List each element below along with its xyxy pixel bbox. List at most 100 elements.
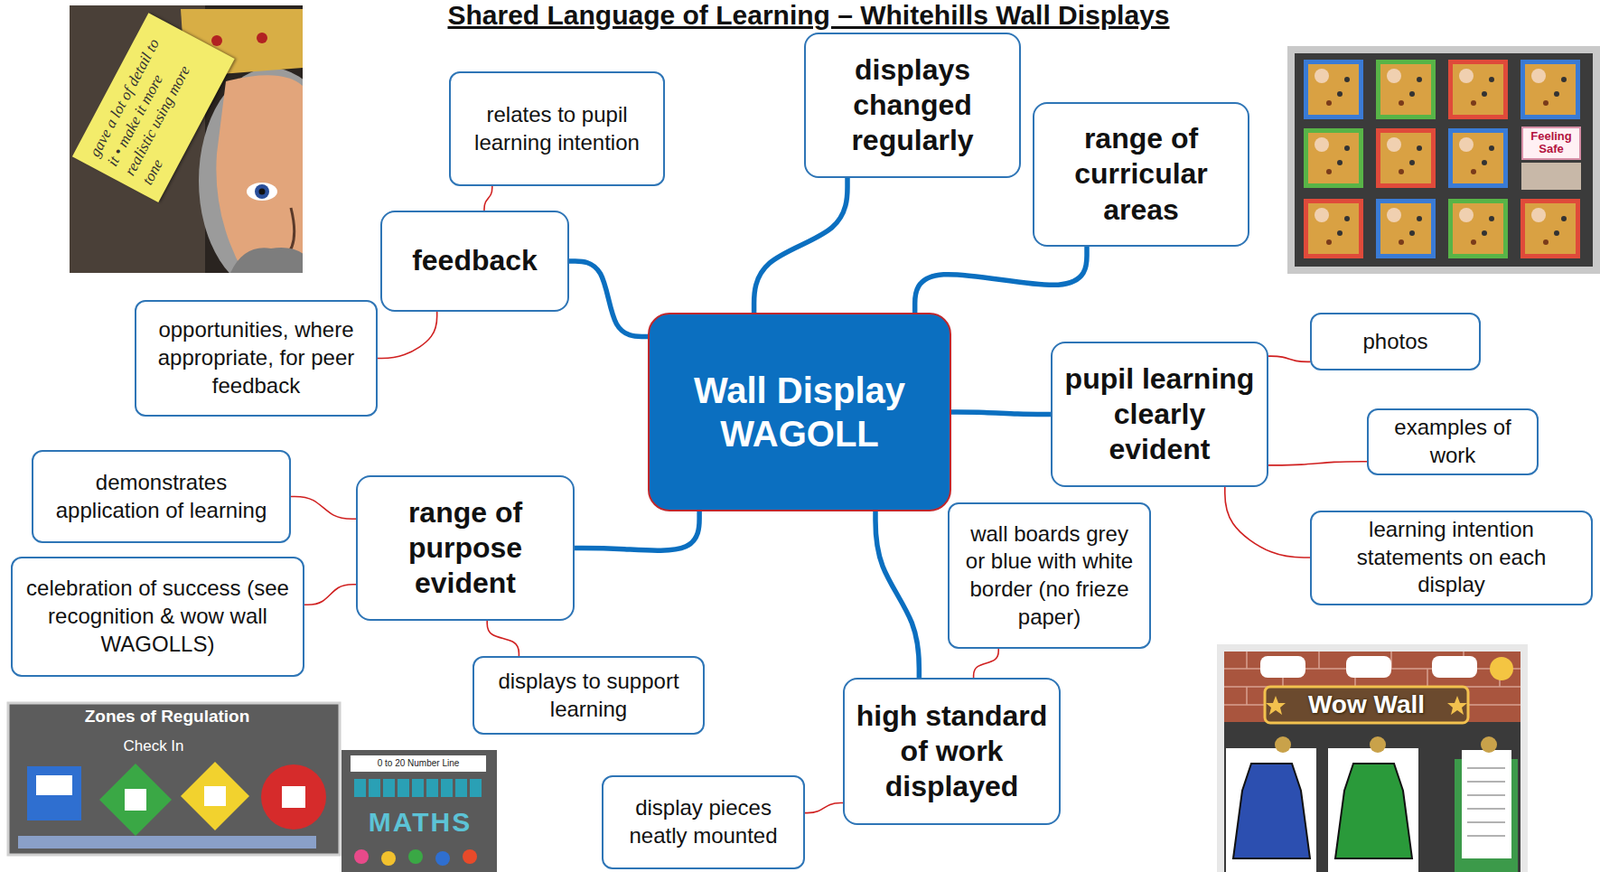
detail-box: wall boards grey or blue with white bord… xyxy=(947,502,1151,649)
detail-connector xyxy=(290,496,356,520)
child-drawing xyxy=(1452,203,1504,254)
branch-connector xyxy=(875,511,919,678)
name-cards xyxy=(18,835,317,849)
node-text: feedback xyxy=(391,243,559,279)
board xyxy=(341,749,497,872)
detail-connector xyxy=(486,620,519,656)
detail-connector xyxy=(1268,461,1367,466)
small-photo xyxy=(1521,162,1582,190)
clip xyxy=(1369,736,1386,753)
detail-connector xyxy=(484,186,493,211)
branch-box: range of curricular areas xyxy=(1032,102,1250,247)
wow-wall-photo xyxy=(1216,644,1528,872)
connector-group xyxy=(290,177,1367,814)
detail-box: display pieces neatly mounted xyxy=(601,775,805,870)
node-text: demonstrates application of learning xyxy=(42,468,281,524)
flower xyxy=(435,851,450,866)
node-text: photos xyxy=(1320,327,1470,356)
detail-connector xyxy=(1268,355,1310,362)
detail-box: relates to pupil learning intention xyxy=(449,71,665,187)
iris xyxy=(254,184,270,199)
flower xyxy=(462,849,478,864)
branch-connector xyxy=(951,411,1051,415)
child-drawing xyxy=(1380,203,1432,254)
clip xyxy=(1274,736,1292,753)
worksheet xyxy=(1461,749,1512,859)
drawing-frame xyxy=(1375,59,1436,120)
yellow-zone xyxy=(180,761,250,831)
face xyxy=(215,74,303,273)
branch-connector xyxy=(574,511,700,551)
flower xyxy=(354,849,369,864)
central-box: Wall Display WAGOLL xyxy=(647,312,952,512)
branch-box: displays changed regularly xyxy=(804,32,1021,178)
feeling-safe-photo xyxy=(1287,46,1600,274)
board-frame xyxy=(1287,46,1600,274)
node-text: display pieces neatly mounted xyxy=(612,794,795,850)
child-drawing xyxy=(1380,132,1432,184)
detail-box: examples of work xyxy=(1366,408,1539,476)
branch-box: range of purpose evident xyxy=(355,475,575,621)
drawing-frame xyxy=(1520,198,1581,259)
detail-box: celebration of success (see recognition … xyxy=(10,556,305,677)
drawing-frame xyxy=(1303,128,1364,188)
node-text: celebration of success (see recognition … xyxy=(21,574,294,658)
detail-connector xyxy=(804,803,843,814)
crown-gem xyxy=(256,32,268,44)
drawing-frame xyxy=(1520,59,1581,120)
board xyxy=(1294,53,1593,267)
eye xyxy=(246,182,278,201)
child-drawing xyxy=(1308,203,1359,254)
green-zone xyxy=(99,763,172,836)
drawing-frame xyxy=(1448,128,1508,188)
node-text: learning intention statements on each di… xyxy=(1320,515,1582,599)
node-text: relates to pupil learning intention xyxy=(459,101,655,157)
drawing-frame xyxy=(1448,59,1508,120)
red-zone xyxy=(261,764,327,830)
zone-card xyxy=(281,785,306,808)
flower xyxy=(408,849,423,864)
hair xyxy=(198,67,303,273)
branch-box: feedback xyxy=(380,210,570,312)
pupil xyxy=(259,188,266,196)
drawing-frame xyxy=(1303,198,1364,259)
display-caption: 0 to 20 Number Line xyxy=(350,756,487,771)
child-drawing xyxy=(1525,203,1576,254)
branch-connector xyxy=(569,261,648,337)
child-drawing xyxy=(1452,132,1504,184)
node-text: high standard of work displayed xyxy=(853,698,1050,805)
node-text: range of curricular areas xyxy=(1043,121,1239,227)
detail-connector xyxy=(377,311,438,359)
crown-gem xyxy=(211,35,223,47)
branch-box: high standard of work displayed xyxy=(842,677,1061,825)
beard xyxy=(230,247,303,273)
star xyxy=(1447,695,1468,715)
brick-wall xyxy=(1224,651,1521,722)
display-caption: Zones of Regulation xyxy=(36,706,299,728)
flower xyxy=(381,851,396,866)
child-drawing xyxy=(1308,64,1359,115)
detail-box: learning intention statements on each di… xyxy=(1309,510,1593,606)
branch-connector xyxy=(915,246,1087,313)
pupil-work xyxy=(1328,748,1419,872)
speech-bubble xyxy=(1260,655,1306,678)
clip xyxy=(1480,736,1498,753)
board xyxy=(8,702,340,855)
drawing-frame xyxy=(1448,198,1508,259)
number-line-strip xyxy=(350,755,487,772)
maths-photo xyxy=(341,749,497,872)
display-caption: Check In xyxy=(99,737,208,756)
speech-bubble xyxy=(1346,655,1392,678)
speech-bubble xyxy=(1431,655,1478,678)
detail-box: photos xyxy=(1309,312,1481,371)
portrait-photo xyxy=(69,5,303,273)
page-title: Shared Language of Learning – Whitehills… xyxy=(17,0,1600,30)
drawing-frame xyxy=(1303,59,1364,120)
drawing-frame xyxy=(1375,198,1436,259)
zone-card xyxy=(124,788,147,811)
node-text: Wall Display WAGOLL xyxy=(660,368,939,456)
pinafore-drawing xyxy=(1335,763,1413,859)
board-frame xyxy=(1216,644,1528,872)
detail-box: displays to support learning xyxy=(472,655,705,735)
node-text: displays to support learning xyxy=(483,667,694,723)
